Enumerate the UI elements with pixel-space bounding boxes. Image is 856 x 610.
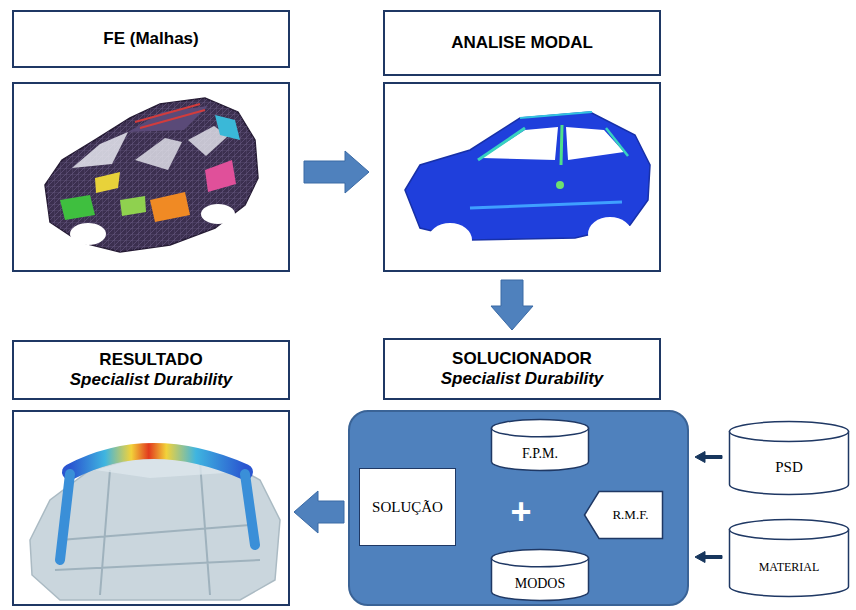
modal-car-part (556, 181, 564, 189)
node-subtitle: Specialist Durability (70, 370, 233, 390)
mesh-car-part (205, 160, 236, 192)
cylinder-outline (728, 420, 850, 496)
modal-car-part (470, 202, 622, 208)
result-car-part (245, 474, 255, 545)
node-title: FE (Malhas) (103, 29, 198, 49)
cylinder-top (730, 422, 849, 442)
result-car (30, 451, 280, 600)
header-box: FE (Malhas) (12, 10, 290, 68)
mesh-car-part (70, 223, 106, 245)
mesh-car-part (45, 98, 258, 252)
node-title: RESULTADO (99, 350, 202, 370)
cylinder-outline (490, 548, 590, 602)
image-frame (12, 410, 290, 606)
modal-car-part (520, 112, 592, 118)
mesh-car-part (128, 106, 208, 132)
header-box: RESULTADOSpecialist Durability (12, 340, 290, 400)
node-title: MODOS (515, 576, 566, 593)
solver-panel: SOLUCIONADORSpecialist DurabilityF.P.M. S… (348, 338, 689, 606)
node-title: SOLUCIONADOR (452, 349, 592, 369)
node-title: SOLUÇÃO (372, 498, 443, 516)
result-car-part (55, 462, 260, 595)
image-panel: FE (Malhas) (12, 10, 290, 272)
image-panel: ANALISE MODAL (383, 10, 661, 272)
block-arrow (304, 151, 369, 193)
cylinder-outline (490, 418, 590, 472)
node-title: R.M.F. (612, 507, 648, 523)
cylinder-top (730, 520, 849, 540)
image-frame (12, 82, 290, 272)
cylinder-outline (728, 518, 850, 598)
result-car-part (60, 474, 70, 560)
modal-car-part (566, 127, 624, 160)
mesh-car-part (120, 196, 146, 216)
mesh-car-part (150, 192, 190, 222)
modal-car-part (588, 217, 632, 251)
mesh-car-part (45, 98, 258, 252)
database-cylinder: MODOS (490, 548, 590, 602)
node-title: MATERIAL (759, 560, 820, 574)
pentagon-shape (585, 492, 663, 539)
input-pentagon: R.M.F. (583, 490, 664, 540)
mesh-car-part (201, 204, 235, 224)
modal-car-part (478, 128, 525, 160)
node-title: PSD (775, 458, 803, 476)
modal-car-part (561, 125, 562, 165)
database-cylinder: F.P.M. (490, 418, 590, 472)
image-panel: RESULTADOSpecialist Durability (12, 340, 290, 606)
node-title: F.P.M. (522, 446, 558, 463)
mesh-car-part (72, 132, 128, 168)
input-arrow (695, 452, 722, 463)
block-arrow (491, 280, 533, 330)
node-subtitle: Specialist Durability (441, 369, 604, 389)
input-arrow (695, 552, 722, 563)
cylinder-top (492, 550, 589, 567)
mesh-car-part (95, 172, 120, 193)
mesh-car-part (135, 138, 182, 170)
modal-car (405, 112, 650, 257)
mesh-car-part (60, 195, 95, 220)
database-cylinder: PSD (728, 420, 850, 496)
header-box: SOLUCIONADORSpecialist Durability (383, 338, 661, 400)
mesh-car-part (215, 115, 240, 140)
image-frame (383, 82, 661, 272)
process-box: SOLUÇÃO (359, 468, 456, 546)
mesh-car (45, 98, 258, 252)
database-cylinder: MATERIAL (728, 518, 850, 598)
mesh-car-part (135, 104, 205, 128)
result-car-part (70, 451, 245, 472)
block-arrow (294, 491, 344, 533)
cylinder-top (492, 420, 589, 437)
result-car-part (30, 452, 280, 600)
header-box: ANALISE MODAL (383, 10, 661, 76)
node-title: ANALISE MODAL (451, 33, 593, 53)
modal-car-part (606, 128, 628, 156)
modal-car-part (428, 223, 472, 257)
